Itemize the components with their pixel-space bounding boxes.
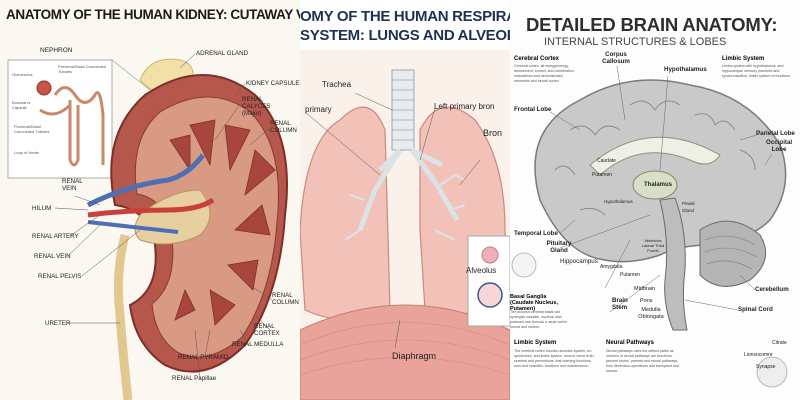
inset-label-loop-henle: Loop of Henle xyxy=(14,150,39,155)
label-bronchioles: Bron xyxy=(483,128,503,138)
brain-subtitle: INTERNAL STRUCTURES & LOBES xyxy=(544,36,727,48)
lungs-illustration xyxy=(300,69,510,400)
renal-artery-shape xyxy=(87,197,215,218)
section-neural-heading: Neural Pathways xyxy=(606,340,655,346)
kidney-panel: ANATOMY OF THE HUMAN KIDNEY: CUTAWAY VIE… xyxy=(0,0,300,400)
label-renal-column-top: RENAL COLUMN xyxy=(270,120,297,134)
renal-vein-shape xyxy=(86,153,205,208)
label-brain-stem: Brain Stem xyxy=(612,297,628,311)
label-renal-vein: RENAL VEIN xyxy=(34,253,71,260)
label-medulla: Medulla Oblongata xyxy=(638,307,664,320)
label-renal-medulla: RENAL MEDULLA xyxy=(232,341,284,348)
brain-title: DETAILED BRAIN ANATOMY: xyxy=(526,14,778,35)
label-left-primary: Left primary bron xyxy=(434,102,495,111)
label-hypothalamus-inner: Hypothalamus xyxy=(604,199,633,204)
section-basal-heading: Basal Ganglia (Caudate Nucleus, Putamen) xyxy=(510,294,558,312)
right-lung-shape xyxy=(300,106,391,321)
label-alveolus: Alveolus xyxy=(466,266,497,275)
section-limbic-top-heading: Limbic System xyxy=(722,56,765,62)
section-limbic-bottom-text: The cerebral cortex function acoustic sy… xyxy=(514,349,595,368)
brain-stem-shape xyxy=(659,197,688,331)
label-right-primary: primary xyxy=(305,105,332,114)
label-renal-artery: RENAL ARTERY xyxy=(32,233,79,240)
label-diaphragm: Diaphragm xyxy=(392,351,437,361)
lungs-title-bar xyxy=(300,0,510,50)
inset-label-tubules-top: Proximal/Distal Convoluted Tubules xyxy=(58,64,107,74)
label-renal-cortex: RENAL CORTEX xyxy=(254,323,280,337)
label-ventricles: Ventricles Lateral Third Fourth xyxy=(641,238,665,253)
label-hippocampus: Hippocampus xyxy=(560,258,598,265)
label-lionsocomre: Lionsocomre xyxy=(744,352,773,358)
brain-panel: DETAILED BRAIN ANATOMY: INTERNAL STRUCTU… xyxy=(510,0,800,400)
lungs-title-line1: OMY OF THE HUMAN RESPIRA xyxy=(300,8,510,25)
ureter-shape xyxy=(113,233,133,400)
label-renal-pyramid: RENAL PYRAMID xyxy=(178,354,229,361)
brain-outer-shape xyxy=(534,79,787,263)
nephron-inset-title: NEPHRON xyxy=(40,47,73,54)
label-pineal-gland: Pineal Gland xyxy=(682,201,695,213)
brain-illustration xyxy=(511,65,788,388)
label-pons: Pons xyxy=(640,298,653,304)
cerebellum-shape xyxy=(699,220,767,287)
label-hilum: HILUM xyxy=(32,205,52,212)
label-kidney-capsule: KIDNEY CAPSULE xyxy=(246,80,300,87)
label-renal-pelvis: RENAL PELVIS xyxy=(38,273,82,280)
label-caudate: Caudate xyxy=(597,158,616,164)
section-limbic-top-text: Limbic system with hypothalamus, and hip… xyxy=(722,64,791,78)
label-hypothalamus: Hypothalamus xyxy=(664,66,707,73)
label-amygdala: Amygdala xyxy=(600,264,623,270)
label-midbrain: Midbrain xyxy=(634,286,656,292)
label-frontal-lobe: Frontal Lobe xyxy=(514,106,552,113)
label-pituitary-gland: Pituitary Gland xyxy=(546,240,572,254)
glomerulus-shape xyxy=(36,80,52,96)
label-renal-papillae: RENAL Papillae xyxy=(172,375,217,382)
label-renal-calyces: RENAL CALYCES (Major) xyxy=(242,96,271,117)
label-renal-column-bottom: RENAL COLUMN xyxy=(272,292,299,306)
kidney-title: ANATOMY OF THE HUMAN KIDNEY: CUTAWAY VIE… xyxy=(6,7,300,22)
kidney-illustration xyxy=(7,53,288,400)
label-corpus-callosum: Corpus Callosum xyxy=(602,51,630,65)
label-putamen: Putamen xyxy=(592,172,613,178)
corpus-callosum-shape xyxy=(589,136,721,176)
section-cerebral-cortex-text: Cerebral cortex, all energy/energy, amus… xyxy=(514,64,575,83)
nephron-inset-box xyxy=(7,59,113,179)
lungs-panel: OMY OF THE HUMAN RESPIRA SYSTEM: LUNGS A… xyxy=(300,0,510,400)
section-limbic-bottom-heading: Limbic System xyxy=(514,340,557,346)
inset-label-bowman: Bowman's Capsule xyxy=(12,100,31,110)
label-cerebellum: Cerebellum xyxy=(755,286,789,293)
section-cerebral-cortex-heading: Cerebral Cortex xyxy=(514,56,560,62)
label-synapse: Synapse xyxy=(756,364,776,370)
diaphragm-shape xyxy=(300,304,510,400)
section-basal-text: The process cerebral basal can synergize… xyxy=(510,310,568,329)
label-renal-vein-left: RENAL VEIN xyxy=(62,178,83,192)
thalamus-shape xyxy=(632,170,678,200)
lungs-title-line2: SYSTEM: LUNGS AND ALVEOL xyxy=(300,27,510,44)
inset-label-glomerulus: Glomerulus xyxy=(12,72,33,77)
label-temporal-lobe: Temporal Lobe xyxy=(514,230,558,237)
label-spinal-cord: Spinal Cord xyxy=(738,306,773,313)
label-ureter: URETER xyxy=(45,320,71,327)
label-putamen-low: Putamen xyxy=(620,272,641,278)
label-citrate: Citrate xyxy=(772,340,787,346)
label-occipital-lobe: Occipital Lobe xyxy=(766,139,793,153)
label-trachea: Trachea xyxy=(322,80,352,89)
label-adrenal-gland: ADRENAL GLAND xyxy=(196,50,249,57)
label-thalamus: Thalamus xyxy=(644,182,673,188)
section-neural-text: Neural pathways uses the deltoid paths a… xyxy=(606,349,679,373)
label-parietal-lobe: Parietal Lobe xyxy=(756,130,795,137)
inset-label-tubules-bottom: Proximal/Distal Convoluted Tubules xyxy=(14,124,50,134)
